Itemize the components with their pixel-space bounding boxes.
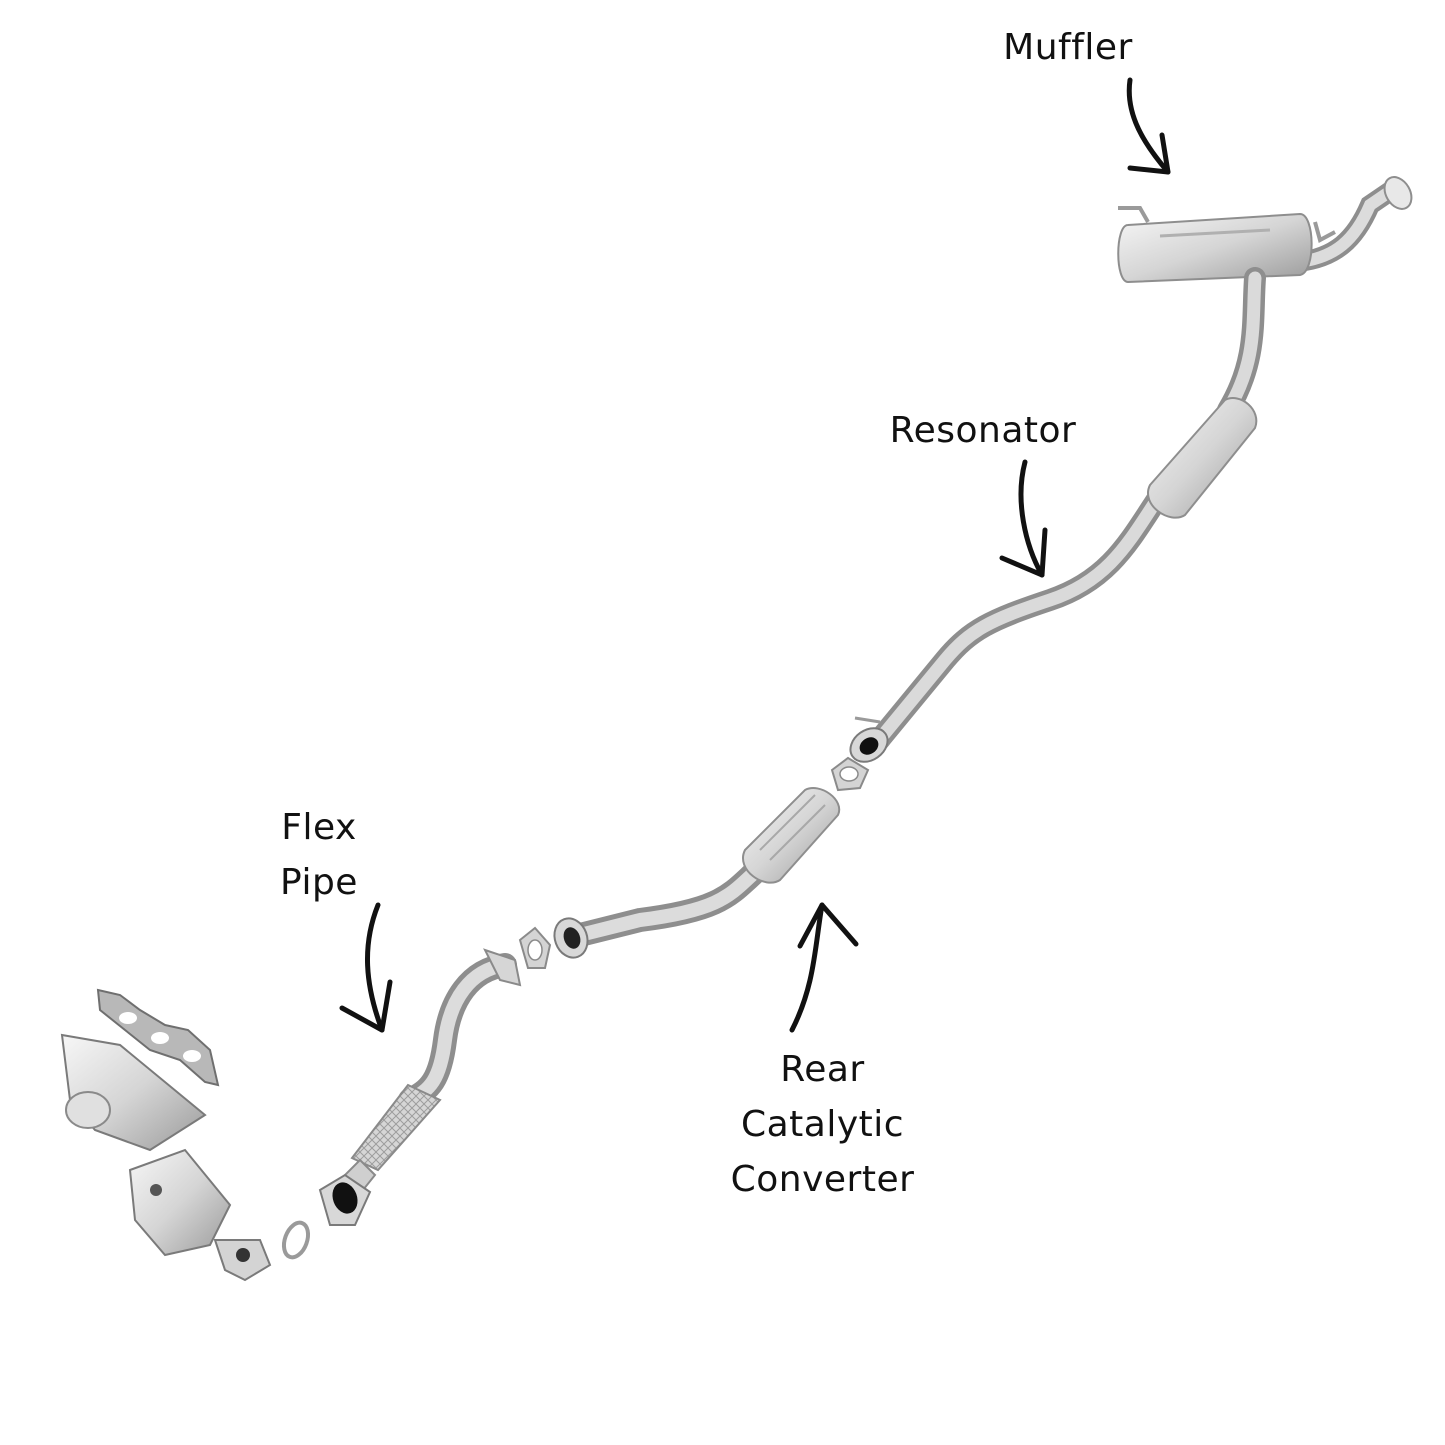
resonator-assembly [849,397,1258,763]
rear-cat-label: Rear Catalytic Converter [680,1042,965,1207]
muffler-label: Muffler [968,20,1168,75]
resonator-label: Resonator [858,403,1108,458]
muffler-arrow [1126,77,1171,175]
resonator-label-text: Resonator [889,410,1077,451]
flex-pipe-arrow [339,902,393,1033]
rear-cat-arrow [789,902,859,1033]
flex-pipe-label: Flex Pipe [219,800,419,910]
resonator-arrow [999,459,1048,578]
manifold-assembly [60,988,272,1282]
gasket-upper [830,756,870,792]
rear-cat-label-line-3: Converter [730,1159,915,1200]
gasket-middle [518,926,552,969]
rear-cat-assembly [553,787,841,959]
muffler-assembly [1117,176,1413,421]
rear-cat-label-line-1: Rear [780,1049,865,1090]
rear-cat-label-line-2: Catalytic [740,1104,905,1145]
flex-pipe-label-line-1: Flex [281,807,357,848]
ring-gasket [281,1220,311,1260]
flex-pipe-assembly [318,948,522,1226]
flex-pipe-label-line-2: Pipe [280,862,358,903]
muffler-label-text: Muffler [1003,27,1133,68]
